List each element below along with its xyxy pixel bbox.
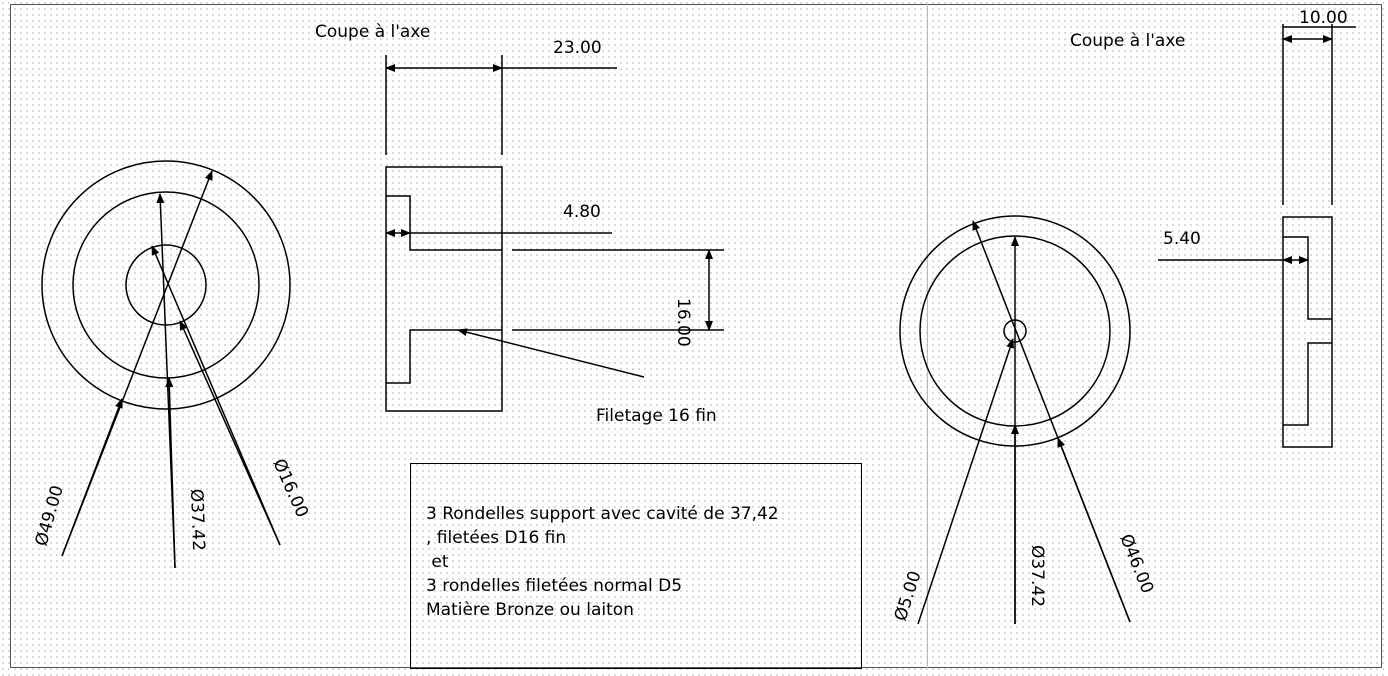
left-bore-dia-label: Ø16.00: [268, 456, 312, 521]
left-bore-circle: [125, 244, 207, 326]
left-outer-circle: [41, 160, 291, 410]
sheet-divider: [927, 4, 928, 668]
right-section-title: Coupe à l'axe: [1070, 31, 1185, 51]
left-thread-note: Filetage 16 fin: [596, 406, 717, 426]
left-width-label: 23.00: [553, 38, 602, 58]
left-thread-leader: [457, 328, 645, 378]
right-cavity-dia-label: Ø37.42: [1027, 545, 1047, 607]
left-bore-dia-leader: [151, 245, 281, 546]
right-section-recess: [1283, 236, 1332, 320]
right-section-body: [1282, 216, 1333, 448]
note-text: 3 Rondelles support avec cavité de 37,42…: [426, 502, 779, 622]
right-recess-label: 5.40: [1163, 229, 1201, 249]
left-recess-label: 4.80: [563, 202, 601, 222]
left-cavity-dia-label: Ø37.42: [186, 488, 208, 551]
right-outer-dia-label: Ø46.00: [1115, 531, 1157, 596]
note-box: [410, 463, 862, 669]
left-section-recess: [386, 195, 502, 251]
note-line-3: et: [426, 552, 449, 572]
note-line-2: , filetées D16 fin: [426, 528, 567, 548]
note-line-4: 3 rondelles filetées normal D5: [426, 576, 683, 596]
right-width-label: 10.00: [1299, 8, 1348, 28]
right-bore-dia-leader: [917, 338, 1014, 625]
left-section-body: [385, 166, 503, 412]
note-line-5: Matière Bronze ou laiton: [426, 600, 634, 620]
note-line-1: 3 Rondelles support avec cavité de 37,42: [426, 504, 779, 524]
left-thread-dia-label: 16.00: [673, 298, 693, 347]
drawing-frame: [10, 4, 1382, 668]
left-section-title: Coupe à l'axe: [315, 22, 430, 42]
left-outer-dia-label: Ø49.00: [32, 483, 68, 548]
